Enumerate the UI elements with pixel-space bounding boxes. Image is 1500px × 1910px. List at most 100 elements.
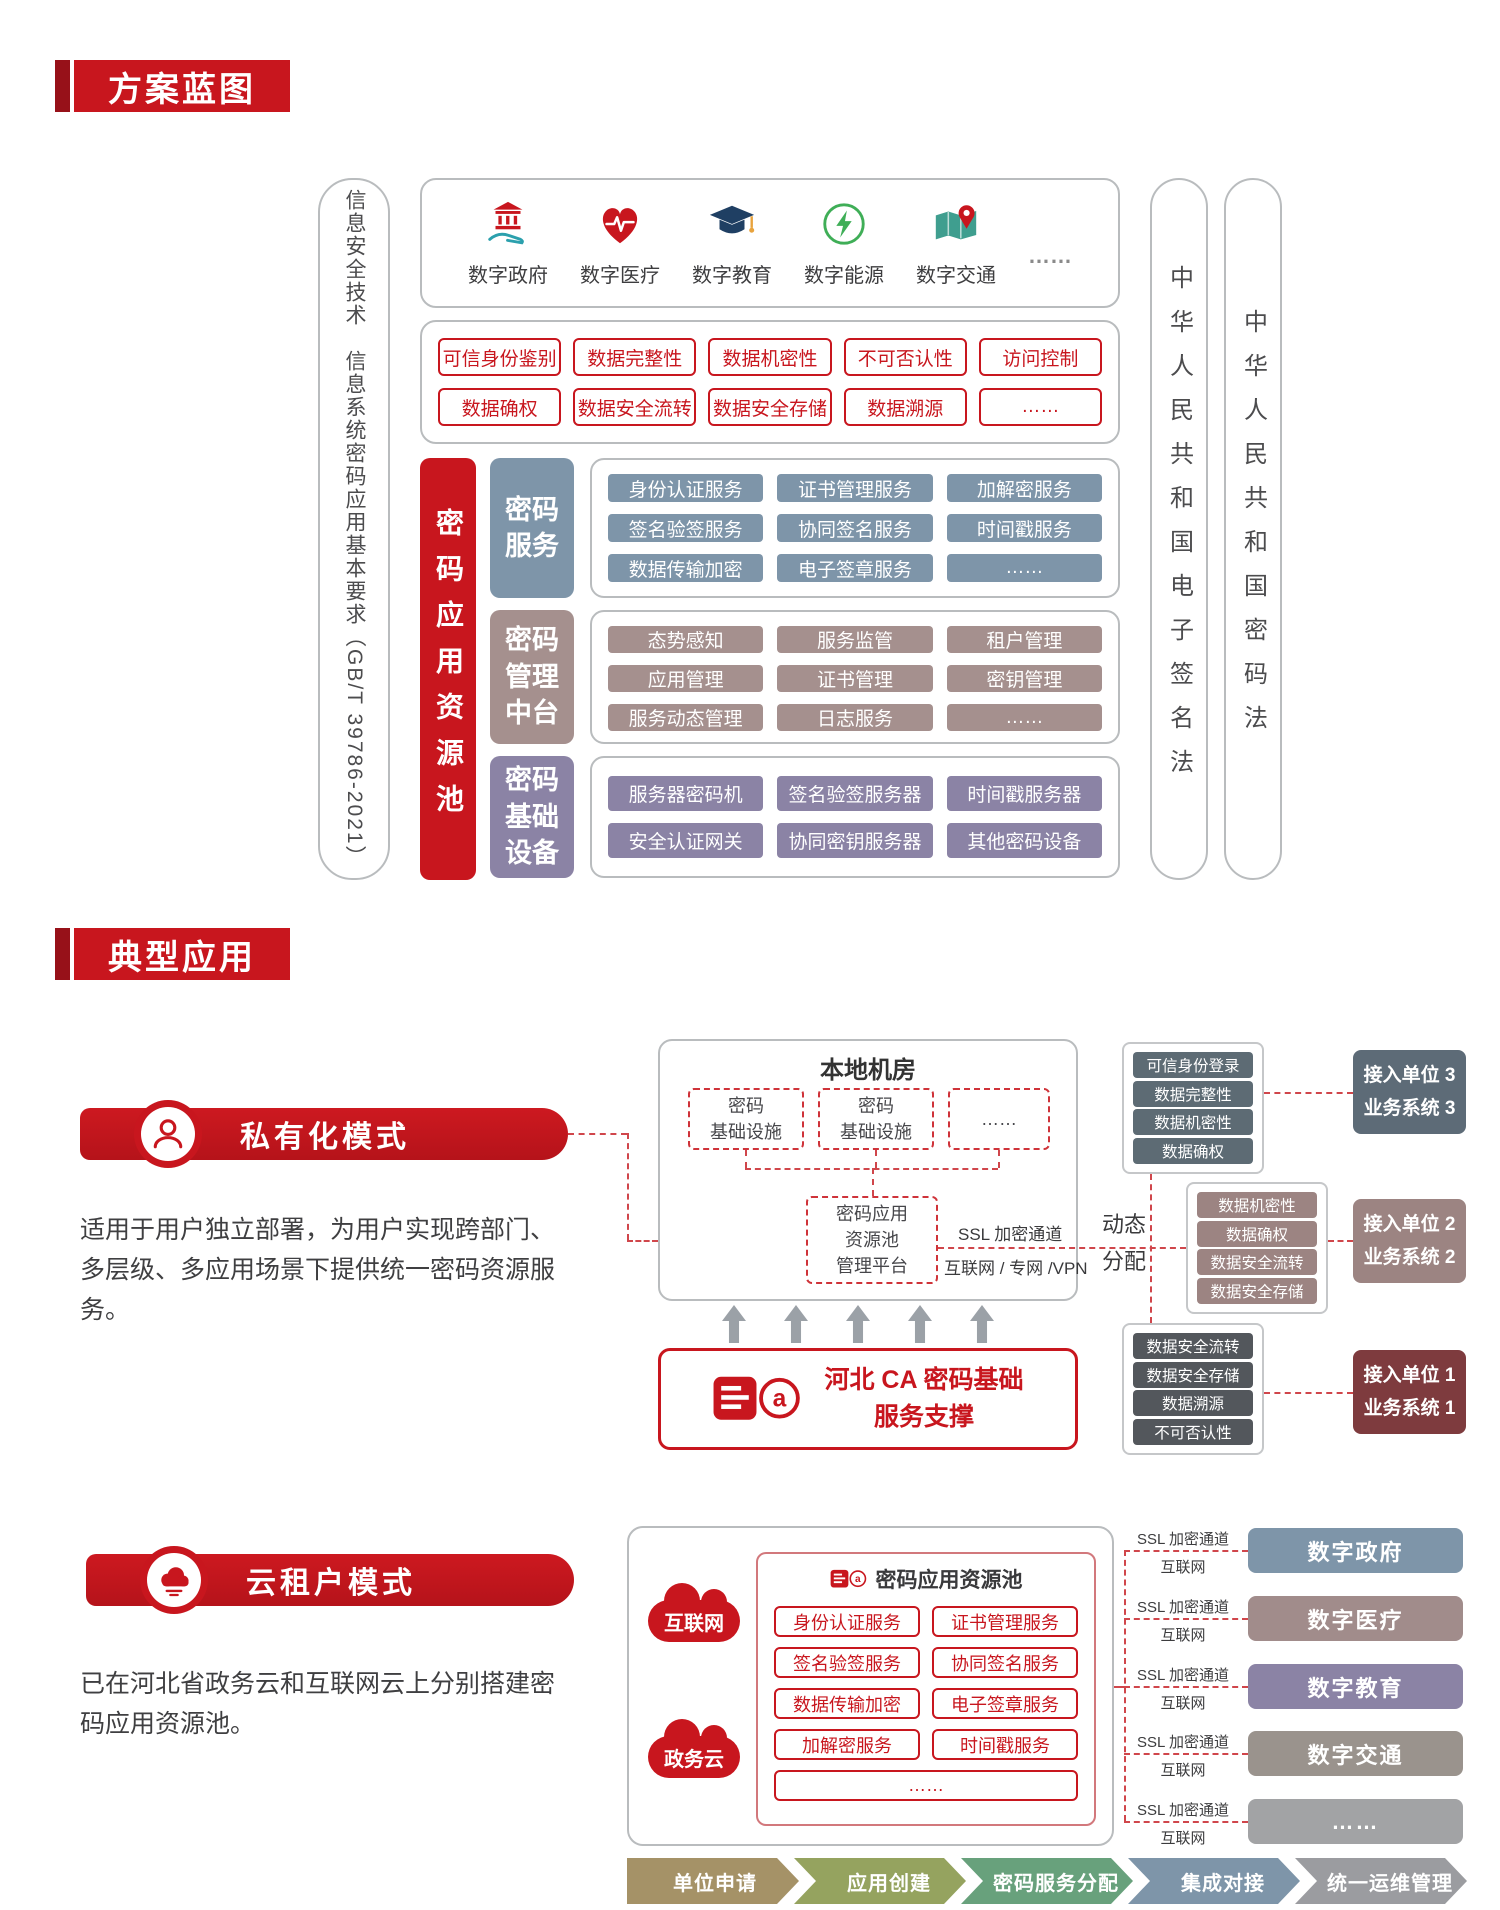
connector-dash bbox=[1114, 1686, 1124, 1688]
traffic-icon bbox=[935, 204, 977, 239]
service-chip: 数据传输加密 bbox=[608, 554, 764, 582]
cloud-target-gov: 数字政府 bbox=[1248, 1528, 1463, 1573]
pool-service-chip: 签名验签服务 bbox=[774, 1647, 920, 1678]
pool-service-chip: 电子签章服务 bbox=[932, 1688, 1078, 1719]
network-label: 互联网 / 专网 /VPN bbox=[944, 1259, 1088, 1278]
capability-chip: 数据安全流转 bbox=[573, 388, 697, 426]
ssl-channel-label: SSL 加密通道 bbox=[1137, 1599, 1229, 1616]
up-arrow-icon bbox=[722, 1305, 746, 1343]
crypto-device-band: 服务器密码机 签名验签服务器 时间戳服务器 安全认证网关 协同密钥服务器 其他密… bbox=[590, 756, 1120, 878]
connector-dash bbox=[938, 1247, 1186, 1249]
service-chip: 时间戳服务 bbox=[946, 514, 1102, 542]
connector-dash bbox=[1150, 1174, 1152, 1323]
esign-law-text: 中华人民共和国电子签名法 bbox=[1165, 265, 1193, 793]
capabilities-row-1: 可信身份鉴别 数据完整性 数据机密性 不可否认性 访问控制 bbox=[438, 338, 1103, 376]
user-icon bbox=[141, 1107, 195, 1161]
industry-item: 数字交通 bbox=[916, 199, 996, 288]
industry-label: 数字交通 bbox=[916, 264, 996, 287]
cloud-mode-description: 已在河北省政务云和互联网云上分别搭建密码应用资源池。 bbox=[80, 1670, 556, 1738]
attribute-group-2: 数据机密性 数据确权 数据安全流转 数据安全存储 bbox=[1186, 1182, 1328, 1314]
attribute-chip: 数据安全流转 bbox=[1197, 1249, 1317, 1276]
cloud-target-traffic: 数字交通 bbox=[1248, 1731, 1463, 1776]
attribute-chip: 数据安全存储 bbox=[1197, 1277, 1317, 1304]
up-arrow-icon bbox=[846, 1305, 870, 1343]
process-step-allocate: 密码服务分配 bbox=[961, 1858, 1133, 1904]
crypto-law-column: 中华人民共和国密码法 bbox=[1224, 178, 1282, 880]
crypto-infra-box: 密码 基础设施 bbox=[688, 1088, 804, 1150]
capability-chip: 访问控制 bbox=[978, 338, 1103, 376]
attribute-chip: 数据机密性 bbox=[1133, 1109, 1253, 1136]
attribute-chip: 数据完整性 bbox=[1133, 1080, 1253, 1107]
up-arrow-icon bbox=[970, 1305, 994, 1343]
cloud-target-education: 数字教育 bbox=[1248, 1664, 1463, 1709]
crypto-service-label: 密码 服务 bbox=[490, 458, 574, 598]
mgmt-chip: 租户管理 bbox=[946, 626, 1102, 653]
esign-law-column: 中华人民共和国电子签名法 bbox=[1150, 178, 1208, 880]
private-mode-ribbon: 私有化模式 bbox=[80, 1100, 568, 1168]
cloud-target-more: …… bbox=[1248, 1799, 1463, 1844]
blueprint-section-badge: 方案蓝图 bbox=[55, 60, 290, 112]
network-label: 互联网 bbox=[1160, 1627, 1206, 1644]
device-chip: 签名验签服务器 bbox=[777, 776, 933, 811]
capability-chip: 数据机密性 bbox=[708, 338, 832, 376]
connector-dash bbox=[872, 1168, 874, 1196]
capability-chip: 数据确权 bbox=[438, 388, 562, 426]
crypto-infra-box: 密码 基础设施 bbox=[818, 1088, 934, 1150]
badge-accent-bar bbox=[55, 928, 70, 980]
attribute-chip: 数据确权 bbox=[1133, 1137, 1253, 1164]
private-mode-description: 适用于用户独立部署，为用户实现跨部门、多层级、多应用场景下提供统一密码资源服务。 bbox=[80, 1216, 556, 1324]
industry-item: 数字教育 bbox=[692, 199, 772, 288]
up-arrow-icon bbox=[908, 1305, 932, 1343]
applications-section-badge: 典型应用 bbox=[55, 928, 290, 980]
attribute-chip: 数据安全流转 bbox=[1133, 1333, 1253, 1359]
device-chip: 安全认证网关 bbox=[608, 823, 764, 858]
pool-service-chip: 协同签名服务 bbox=[932, 1647, 1078, 1678]
pool-service-chip: 身份认证服务 bbox=[774, 1606, 920, 1637]
attribute-chip: 可信身份登录 bbox=[1133, 1052, 1253, 1078]
connector-dash bbox=[745, 1150, 747, 1168]
industry-item: 数字政府 bbox=[468, 199, 548, 288]
industry-label: 数字医疗 bbox=[580, 264, 660, 287]
pool-bar-text: 密码应用资源池 bbox=[433, 508, 464, 830]
pool-bar: 密码应用资源池 bbox=[420, 458, 476, 880]
access-unit-2-box: 接入单位 2 业务系统 2 bbox=[1353, 1199, 1466, 1283]
attribute-chip: 数据确权 bbox=[1197, 1220, 1317, 1247]
pool-service-chip: 证书管理服务 bbox=[932, 1606, 1078, 1637]
industry-label: 数字政府 bbox=[468, 264, 548, 287]
network-label: 互联网 bbox=[1160, 1830, 1206, 1847]
crypto-law-text: 中华人民共和国密码法 bbox=[1239, 309, 1267, 749]
capability-chip: 数据安全存储 bbox=[708, 388, 832, 426]
device-chip: 协同密钥服务器 bbox=[777, 823, 933, 858]
industries-more-ellipsis: …… bbox=[1028, 243, 1072, 268]
ssl-channel-label: SSL 加密通道 bbox=[958, 1225, 1063, 1244]
pool-service-more-chip: …… bbox=[774, 1770, 1078, 1801]
connector-dash bbox=[998, 1150, 1000, 1168]
mgmt-chip: …… bbox=[946, 704, 1102, 731]
connector-dash bbox=[1264, 1092, 1353, 1094]
attribute-group-3: 可信身份登录 数据完整性 数据机密性 数据确权 bbox=[1122, 1042, 1264, 1174]
network-label: 互联网 bbox=[1160, 1695, 1206, 1712]
crypto-device-label: 密码 基础 设备 bbox=[490, 756, 574, 878]
pool-platform-box: 密码应用 资源池 管理平台 bbox=[806, 1196, 938, 1284]
cloud-pool-header: a 密码应用资源池 bbox=[758, 1554, 1094, 1598]
process-step-apply: 单位申请 bbox=[627, 1858, 799, 1904]
hebei-ca-support-text: 河北 CA 密码基础 服务支撑 bbox=[824, 1365, 1024, 1432]
pool-service-chip: 时间戳服务 bbox=[932, 1729, 1078, 1760]
access-unit-1-box: 接入单位 1 业务系统 1 bbox=[1353, 1350, 1466, 1434]
ssl-channel-label: SSL 加密通道 bbox=[1137, 1734, 1229, 1751]
internet-cloud-label: 互联网 bbox=[664, 1612, 724, 1635]
gov-cloud: 政务云 bbox=[648, 1719, 740, 1778]
attribute-chip: 数据安全存储 bbox=[1133, 1361, 1253, 1388]
industry-label: 数字教育 bbox=[692, 264, 772, 287]
mgmt-chip: 服务动态管理 bbox=[608, 704, 764, 731]
private-mode-title: 私有化模式 bbox=[240, 1121, 410, 1154]
service-chip: 身份认证服务 bbox=[608, 474, 764, 502]
cloud-pool-title: 密码应用资源池 bbox=[875, 1569, 1023, 1592]
capability-chip: 不可否认性 bbox=[843, 338, 967, 376]
standard-column: 信息安全技术 信息系统密码应用基本要求（GB/T 39786-2021） bbox=[318, 178, 390, 880]
attribute-group-1: 数据安全流转 数据安全存储 数据溯源 不可否认性 bbox=[1122, 1323, 1264, 1455]
connector-dash bbox=[1264, 1392, 1353, 1394]
attribute-chip: 数据机密性 bbox=[1197, 1192, 1317, 1218]
industries-box: 数字政府 数字医疗 数字教育 数字能源 bbox=[420, 178, 1120, 308]
device-chip: 其他密码设备 bbox=[946, 823, 1102, 858]
